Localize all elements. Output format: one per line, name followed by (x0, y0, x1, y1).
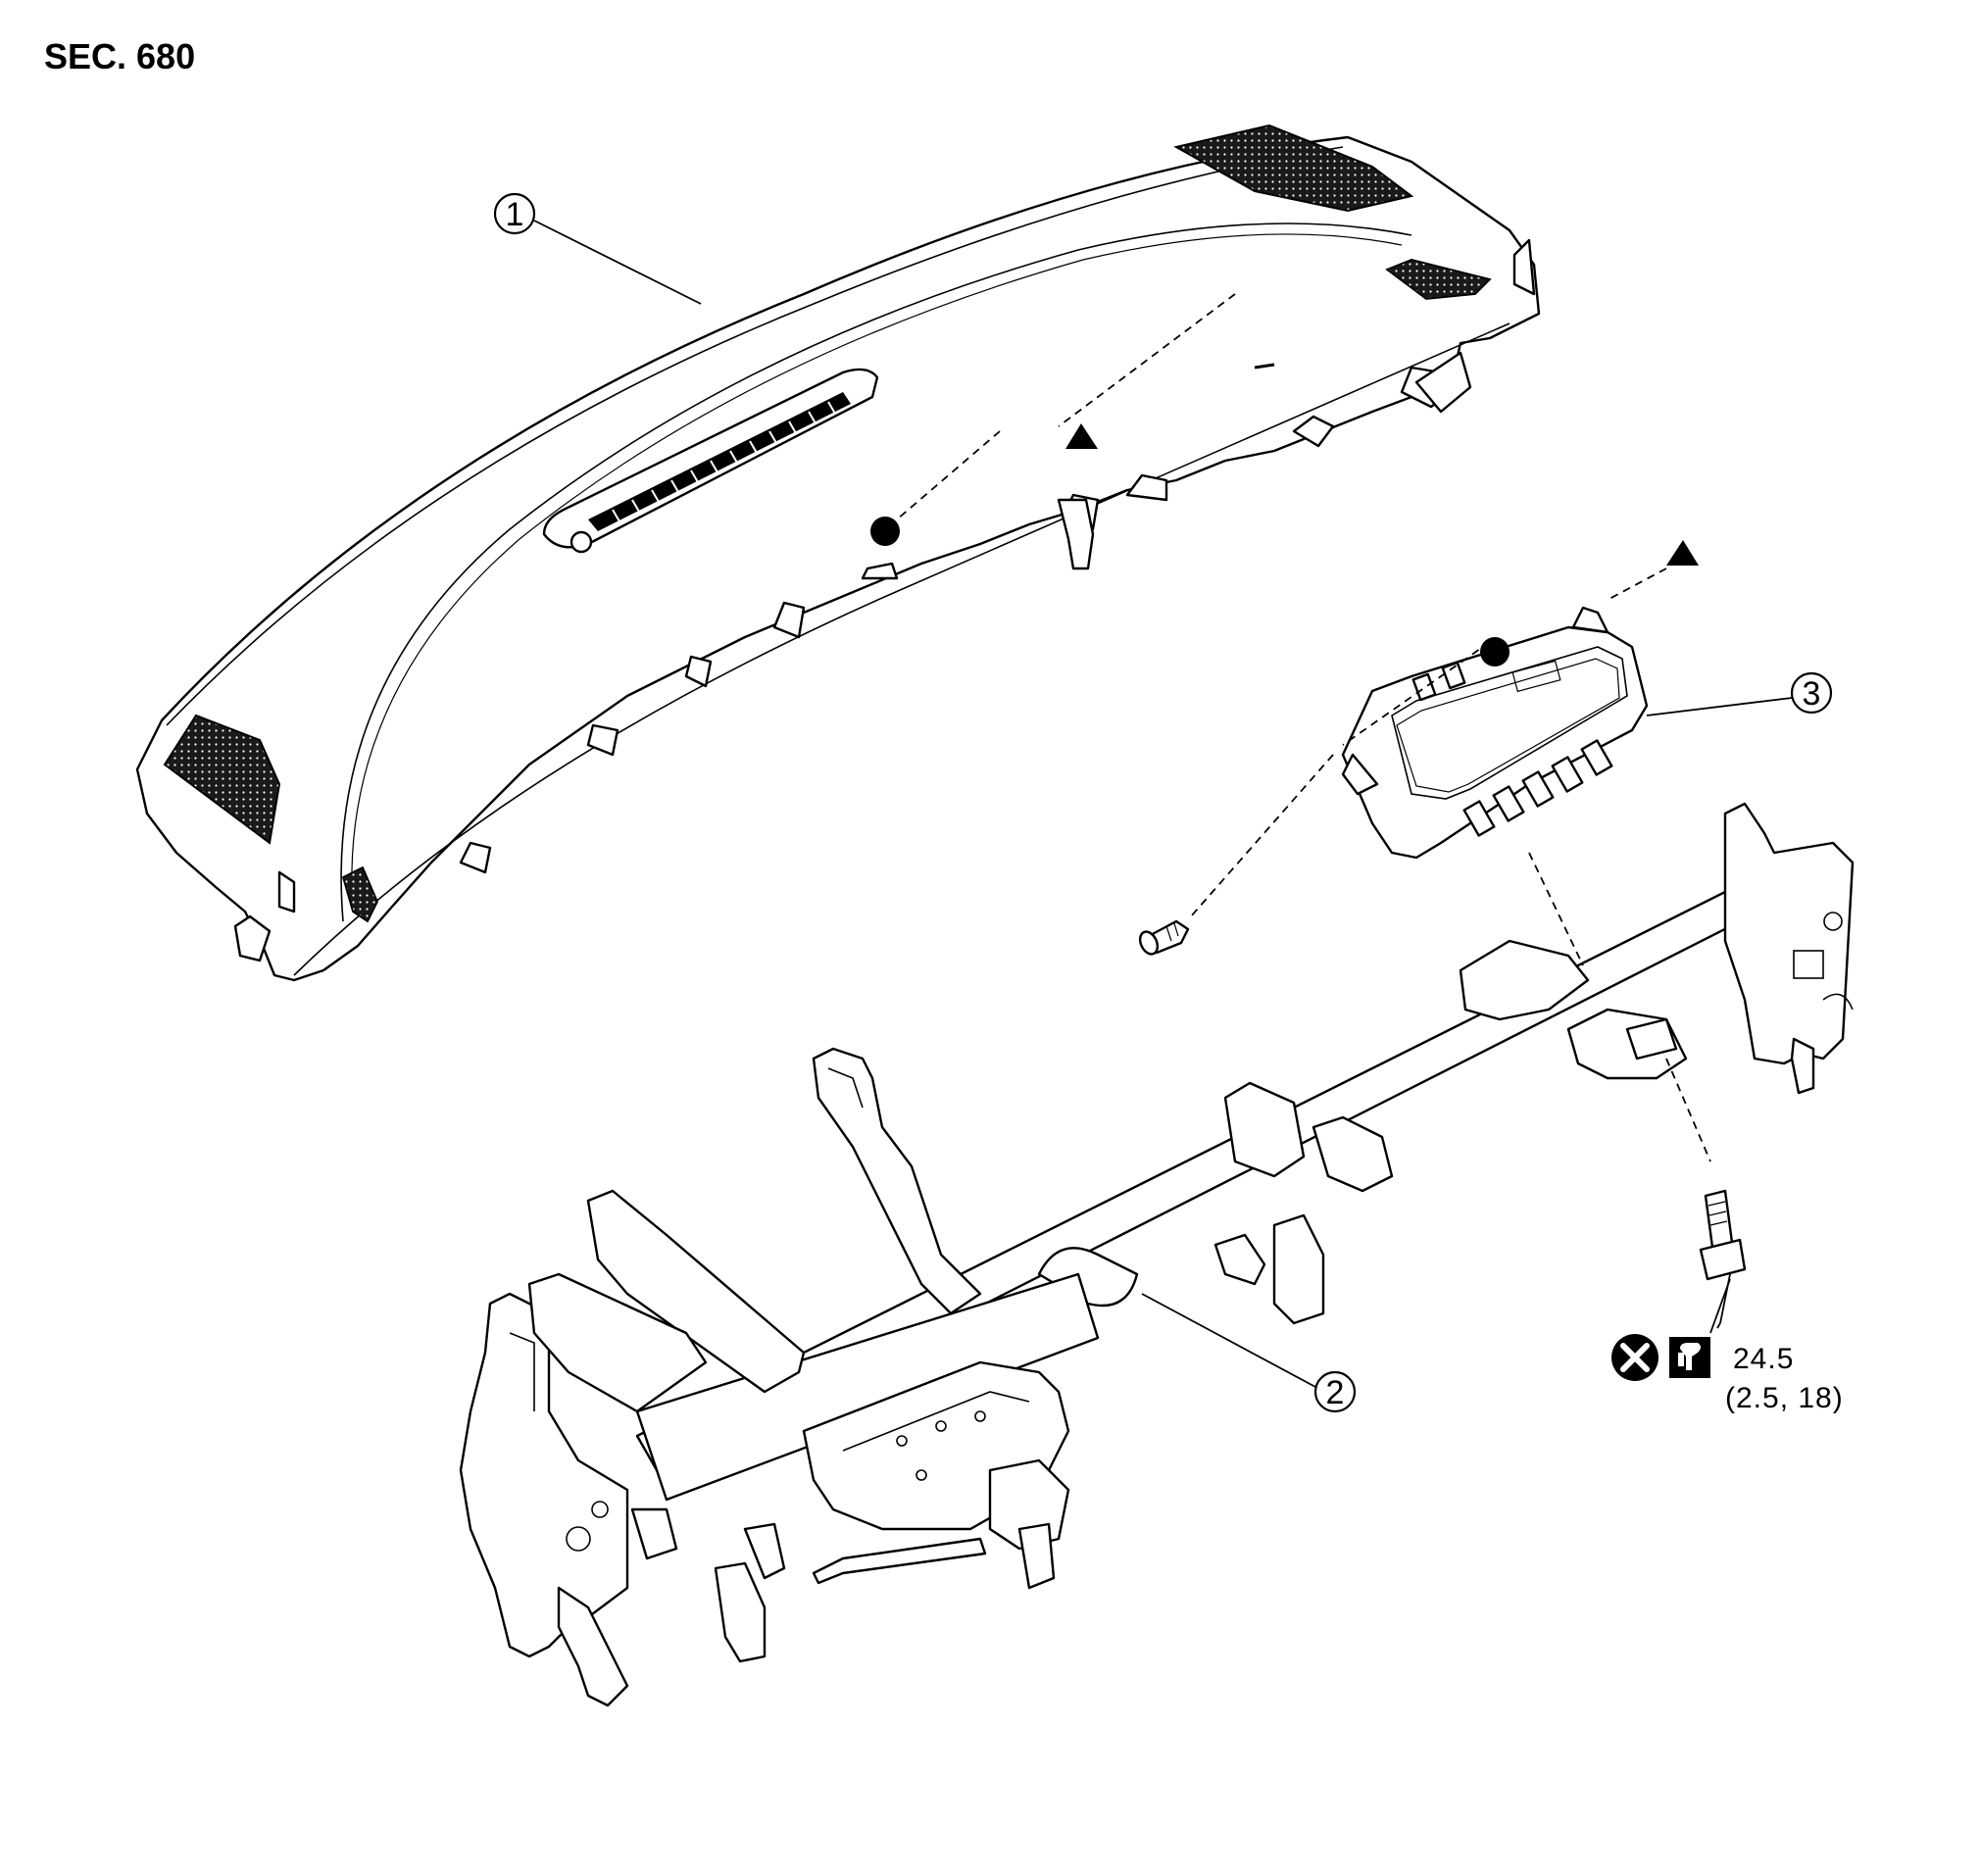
replace-part-icon (1611, 1334, 1658, 1381)
steering-member (459, 802, 1855, 1707)
mating-point-symbols (870, 423, 1699, 666)
callout-3-label: 3 (1803, 675, 1821, 713)
callout-2: 2 (1141, 1293, 1357, 1413)
triangle-mark-icon (1666, 540, 1699, 566)
dot-mark-icon (1480, 637, 1510, 666)
torque-value: 24.5 (1733, 1343, 1794, 1375)
dot-mark-icon (870, 517, 900, 546)
callout-3: 3 (1646, 671, 1833, 716)
air-bag-mount-bolt (1138, 919, 1190, 956)
assembly-lines (896, 293, 1711, 1162)
steering-member-mount-bolt (1699, 1189, 1747, 1281)
instrument-panel (135, 123, 1541, 982)
torque-units: (2.5, 18) (1725, 1382, 1844, 1414)
section-label: SEC. 680 (44, 36, 195, 76)
callout-1: 1 (493, 192, 702, 305)
triangle-mark-icon (1065, 423, 1098, 449)
callout-2-label: 2 (1326, 1374, 1345, 1411)
callout-1-label: 1 (506, 196, 524, 233)
vent-slats (612, 401, 836, 522)
torque-spec: 24.5 (2.5, 18) (1611, 1334, 1844, 1414)
air-bag-module (1341, 606, 1649, 860)
torque-wrench-icon (1669, 1337, 1710, 1378)
